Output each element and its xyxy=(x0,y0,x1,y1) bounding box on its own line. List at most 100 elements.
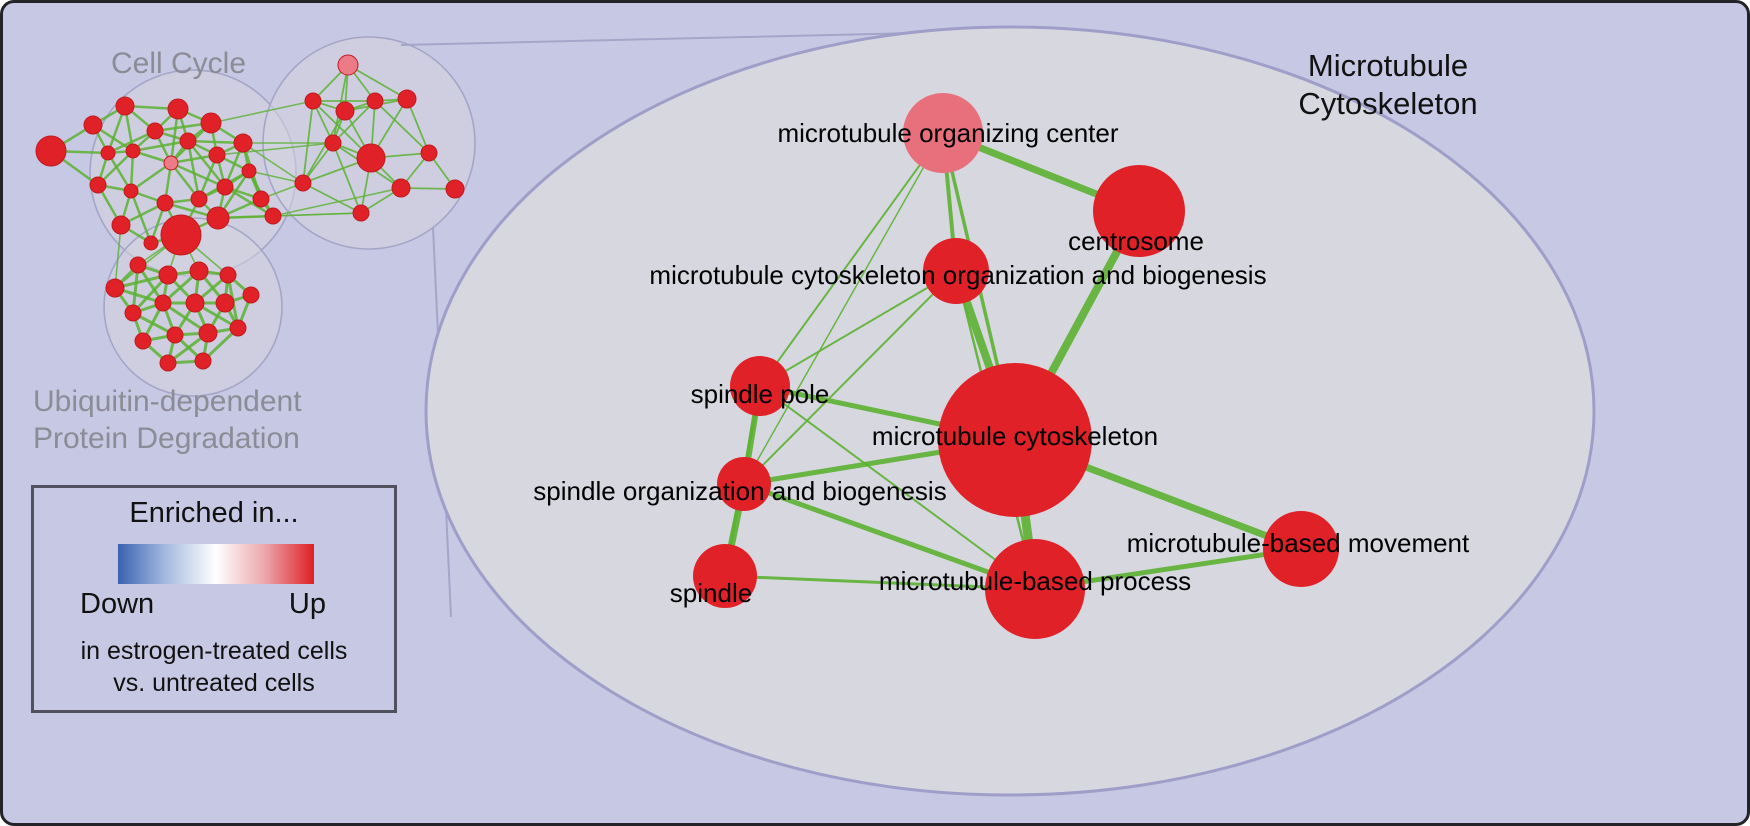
overview-node-31 xyxy=(391,178,411,198)
overview-node-29 xyxy=(324,134,342,152)
overview-node-44 xyxy=(215,293,235,313)
overview-node-22 xyxy=(143,235,159,251)
overview-edge xyxy=(129,190,153,244)
overview-bridge-edge xyxy=(217,212,362,219)
title-line2: Cytoskeleton xyxy=(1298,86,1478,121)
overview-node-17 xyxy=(241,163,257,179)
detail-edge-sob-mbp xyxy=(741,481,1038,592)
overview-node-28 xyxy=(397,89,417,109)
detail-node-spindle_pole xyxy=(730,356,790,416)
overview-node-5 xyxy=(123,183,139,199)
overview-node-39 xyxy=(189,261,209,281)
overview-node-27 xyxy=(366,92,384,110)
overview-node-35 xyxy=(294,174,312,192)
detail-edge-moc-spindle_pole xyxy=(759,132,944,387)
overview-edge xyxy=(107,129,156,155)
legend-note-line1: in estrogen-treated cells xyxy=(80,637,348,665)
overview-edge xyxy=(332,142,362,214)
overview-node-8 xyxy=(163,155,179,171)
title-line1: Microtubule xyxy=(1307,48,1469,83)
overview-node-25 xyxy=(304,92,322,110)
overview-node-16 xyxy=(233,133,253,153)
legend-down-label: Down xyxy=(80,588,155,620)
overview-node-15 xyxy=(216,178,234,196)
overview-bridge-edge xyxy=(210,100,314,124)
overview-edge xyxy=(374,100,430,154)
overview-bridge-edge xyxy=(272,187,402,217)
overview-node-4 xyxy=(125,143,141,159)
detail-node-label-spindle: spindle xyxy=(670,578,752,608)
detail-node-sob xyxy=(717,457,771,511)
overview-node-11 xyxy=(179,132,197,150)
ubiquitin-label-line2: Protein Degradation xyxy=(33,422,300,455)
overview-node-3 xyxy=(115,96,135,116)
overview-edge xyxy=(302,100,314,184)
overview-node-13 xyxy=(200,112,222,134)
detail-node-label-mcob: microtubule cytoskeleton organization an… xyxy=(649,260,1266,290)
detail-edge-mcob-sob xyxy=(743,270,957,485)
overview-node-6 xyxy=(111,215,131,235)
overview-node-33 xyxy=(420,144,438,162)
overview-bridge-edge xyxy=(216,142,334,156)
overview-node-38 xyxy=(158,265,178,285)
overview-edge xyxy=(170,161,226,189)
overview-edge xyxy=(302,110,346,184)
overview-node-40 xyxy=(219,266,237,284)
legend-box: Enriched in... Down Up in estrogen-treat… xyxy=(31,485,397,713)
overview-node-37 xyxy=(129,256,147,274)
detail-node-spindle xyxy=(693,544,757,608)
detail-node-label-spindle_pole: spindle pole xyxy=(691,379,830,409)
enrichment-gradient-bar xyxy=(118,544,314,584)
detail-edge-spindle-mbp xyxy=(723,574,1037,591)
overview-node-30 xyxy=(356,143,386,173)
overview-node-50 xyxy=(159,354,177,372)
overview-node-47 xyxy=(166,326,184,344)
overview-node-21 xyxy=(264,207,282,225)
overview-node-34 xyxy=(445,179,465,199)
ubiquitin-cluster-label: Ubiquitin-dependent Protein Degradation xyxy=(33,383,302,457)
detail-node-label-moc: microtubule organizing center xyxy=(777,118,1118,148)
overview-node-36 xyxy=(105,278,125,298)
overview-node-20 xyxy=(252,190,270,208)
overview-node-23 xyxy=(100,145,116,161)
overview-edge xyxy=(132,139,189,153)
overview-edge xyxy=(406,98,430,154)
detail-node-mbm xyxy=(1263,511,1339,587)
overview-node-9 xyxy=(156,194,174,212)
detail-node-mc xyxy=(938,363,1092,517)
overview-node-24 xyxy=(337,54,359,76)
overview-node-18 xyxy=(160,214,202,256)
overview-edge xyxy=(347,64,408,100)
detail-node-label-mbm: microtubule-based movement xyxy=(1127,528,1470,558)
detail-edge-moc-sob xyxy=(743,132,944,485)
overview-node-12 xyxy=(190,190,208,208)
overview-node-48 xyxy=(198,323,218,343)
overview-node-26 xyxy=(335,101,355,121)
overview-bridge-edge xyxy=(248,170,304,184)
detail-edge-mcob-spindle_pole xyxy=(759,270,957,387)
overview-node-10 xyxy=(167,98,189,120)
overview-node-19 xyxy=(206,206,230,230)
overview-node-32 xyxy=(352,204,370,222)
overview-edge xyxy=(224,185,274,218)
overview-bridge-edge xyxy=(114,224,122,289)
detail-node-label-mc: microtubule cytoskeleton xyxy=(872,421,1158,451)
overview-node-42 xyxy=(154,294,172,312)
detail-node-mbp xyxy=(985,539,1085,639)
legend-title: Enriched in... xyxy=(129,497,299,529)
overview-node-1 xyxy=(83,115,103,135)
microtubule-cytoskeleton-title: Microtubule Cytoskeleton xyxy=(1283,47,1493,123)
overview-bridge-edge xyxy=(242,142,304,184)
detail-node-moc xyxy=(903,93,983,173)
overview-edge xyxy=(302,182,362,214)
overview-edge xyxy=(187,140,226,188)
overview-node-49 xyxy=(229,319,247,337)
ubiquitin-label-line1: Ubiquitin-dependent xyxy=(33,385,302,418)
overview-node-43 xyxy=(185,293,205,313)
detail-edge-spindle_pole-mbp xyxy=(759,385,1036,590)
network-figure: microtubule organizing center centrosome m… xyxy=(35,25,1596,797)
overview-edge xyxy=(130,161,172,193)
legend-up-label: Up xyxy=(288,588,326,620)
overview-edge xyxy=(332,100,376,144)
detail-node-label-centrosome: centrosome xyxy=(1068,226,1204,256)
